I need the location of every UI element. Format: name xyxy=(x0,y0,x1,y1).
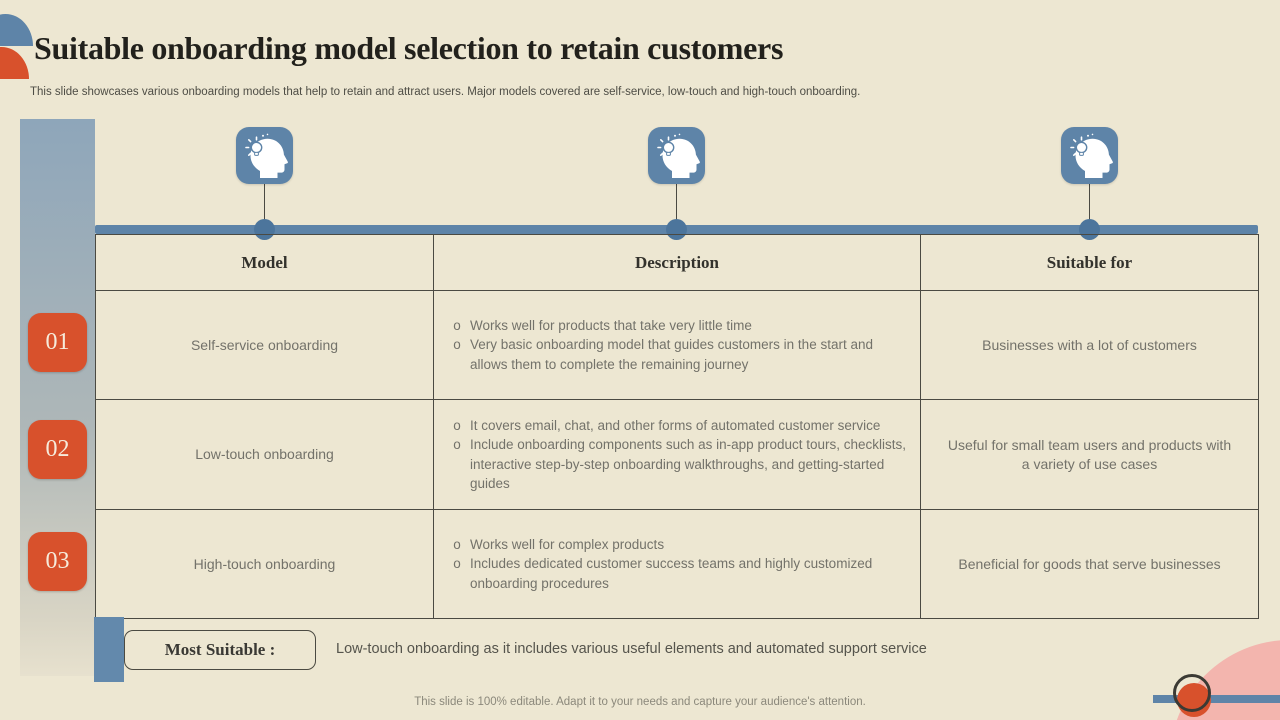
timeline-connector xyxy=(264,184,265,225)
table-row: Self-service onboarding Works well for p… xyxy=(95,290,1259,400)
description-bullet: Works well for products that take very l… xyxy=(444,316,908,336)
most-suitable-text: Low-touch onboarding as it includes vari… xyxy=(336,641,927,657)
table-row: Low-touch onboarding It covers email, ch… xyxy=(95,399,1259,510)
column-header-model: Model xyxy=(95,234,434,291)
onboarding-table: Model Description Suitable for Self-serv… xyxy=(95,234,1259,619)
suitable-for-value: Businesses with a lot of customers xyxy=(920,290,1259,400)
column-header-suitable-for: Suitable for xyxy=(920,234,1259,291)
model-description: Works well for complex products Includes… xyxy=(433,509,921,619)
page-subtitle: This slide showcases various onboarding … xyxy=(30,86,861,98)
table-header-row: Model Description Suitable for xyxy=(95,234,1259,291)
description-bullet: Includes dedicated customer success team… xyxy=(444,554,908,593)
description-bullet: Works well for complex products xyxy=(444,535,908,555)
most-suitable-label: Most Suitable : xyxy=(124,630,316,670)
model-description: Works well for products that take very l… xyxy=(433,290,921,400)
corner-half-circle-blue xyxy=(0,14,33,46)
timeline-connector xyxy=(676,184,677,225)
description-bullet: Very basic onboarding model that guides … xyxy=(444,335,908,374)
model-name: Low-touch onboarding xyxy=(95,399,434,510)
model-name: High-touch onboarding xyxy=(95,509,434,619)
page-title: Suitable onboarding model selection to r… xyxy=(34,30,784,66)
description-bullet: Include onboarding components such as in… xyxy=(444,435,908,494)
row-number-badge: 03 xyxy=(28,532,87,591)
most-suitable-accent-block xyxy=(94,617,124,682)
head-with-lightbulb-icon xyxy=(1061,127,1118,184)
corner-blue-bar xyxy=(1153,695,1280,703)
slide-footer-note: This slide is 100% editable. Adapt it to… xyxy=(414,696,866,708)
head-with-lightbulb-icon xyxy=(236,127,293,184)
suitable-for-value: Useful for small team users and products… xyxy=(920,399,1259,510)
row-number-badge: 01 xyxy=(28,313,87,372)
model-name: Self-service onboarding xyxy=(95,290,434,400)
timeline-connector xyxy=(1089,184,1090,225)
corner-half-circle-orange xyxy=(0,47,29,79)
description-bullet: It covers email, chat, and other forms o… xyxy=(444,416,908,436)
model-description: It covers email, chat, and other forms o… xyxy=(433,399,921,510)
suitable-for-value: Beneficial for goods that serve business… xyxy=(920,509,1259,619)
column-header-description: Description xyxy=(433,234,921,291)
head-with-lightbulb-icon xyxy=(648,127,705,184)
table-row: High-touch onboarding Works well for com… xyxy=(95,509,1259,619)
corner-ring-outline xyxy=(1173,674,1211,712)
row-number-badge: 02 xyxy=(28,420,87,479)
left-accent-bar xyxy=(20,119,95,676)
